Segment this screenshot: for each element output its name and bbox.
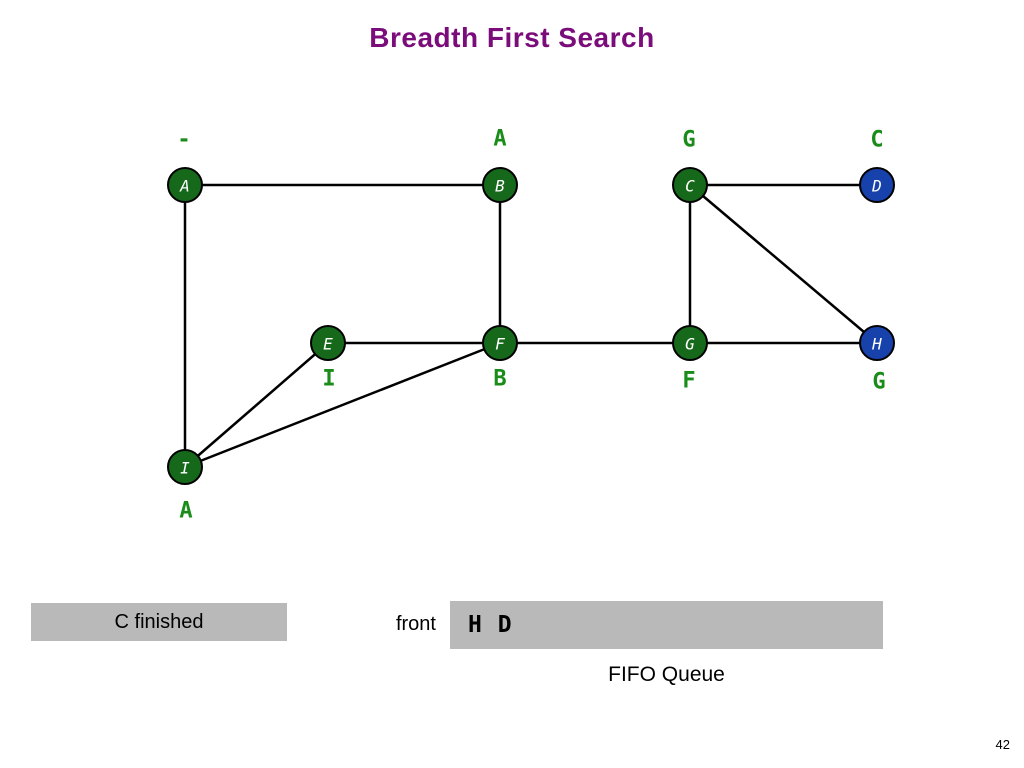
- slide-title: Breadth First Search: [369, 22, 655, 53]
- graph-node-H: HG: [859, 325, 895, 395]
- graph-node-A: A-: [167, 128, 203, 203]
- node-circle-G: [672, 325, 708, 361]
- page-number: 42: [995, 737, 1010, 752]
- node-letter-H: H: [871, 335, 882, 354]
- edge-E-I: [184, 342, 329, 468]
- node-letter-I: I: [180, 459, 190, 478]
- parent-label-E: I: [322, 367, 335, 392]
- node-letter-D: D: [871, 177, 882, 196]
- parent-label-I: A: [179, 499, 192, 524]
- node-circle-E: [310, 325, 346, 361]
- node-letter-A: A: [179, 177, 190, 196]
- parent-label-B: A: [493, 127, 506, 152]
- node-letter-E: E: [323, 335, 333, 354]
- parent-label-F: B: [493, 367, 506, 392]
- queue-content: H D: [468, 612, 513, 638]
- graph-node-B: BA: [482, 127, 518, 203]
- graph-node-D: DC: [859, 128, 895, 203]
- parent-label-C: G: [682, 128, 695, 153]
- graph-node-F: FB: [482, 325, 518, 392]
- parent-label-G: F: [682, 369, 695, 394]
- node-circle-B: [482, 167, 518, 203]
- queue-caption: FIFO Queue: [608, 663, 725, 686]
- node-letter-B: B: [495, 177, 505, 196]
- edge-F-I: [184, 341, 501, 469]
- edge-C-H: [689, 184, 878, 344]
- parent-label-D: C: [870, 128, 883, 153]
- node-circle-H: [859, 325, 895, 361]
- node-circle-F: [482, 325, 518, 361]
- node-letter-G: G: [685, 335, 695, 354]
- node-circle-D: [859, 167, 895, 203]
- node-letter-C: C: [685, 177, 695, 196]
- graph-node-I: IA: [167, 449, 203, 524]
- graph-node-E: EI: [310, 325, 346, 392]
- node-circle-I: [167, 449, 203, 485]
- fifo-queue-box: H D: [450, 601, 883, 649]
- graph-node-C: CG: [672, 128, 708, 203]
- parent-label-H: G: [872, 370, 885, 395]
- parent-label-A: -: [177, 128, 190, 153]
- node-circle-A: [167, 167, 203, 203]
- queue-front-label: front: [395, 613, 436, 635]
- status-box: C finished: [31, 603, 287, 641]
- status-label: C finished: [114, 610, 204, 633]
- node-letter-F: F: [495, 335, 505, 354]
- graph-node-G: GF: [672, 325, 708, 394]
- node-circle-C: [672, 167, 708, 203]
